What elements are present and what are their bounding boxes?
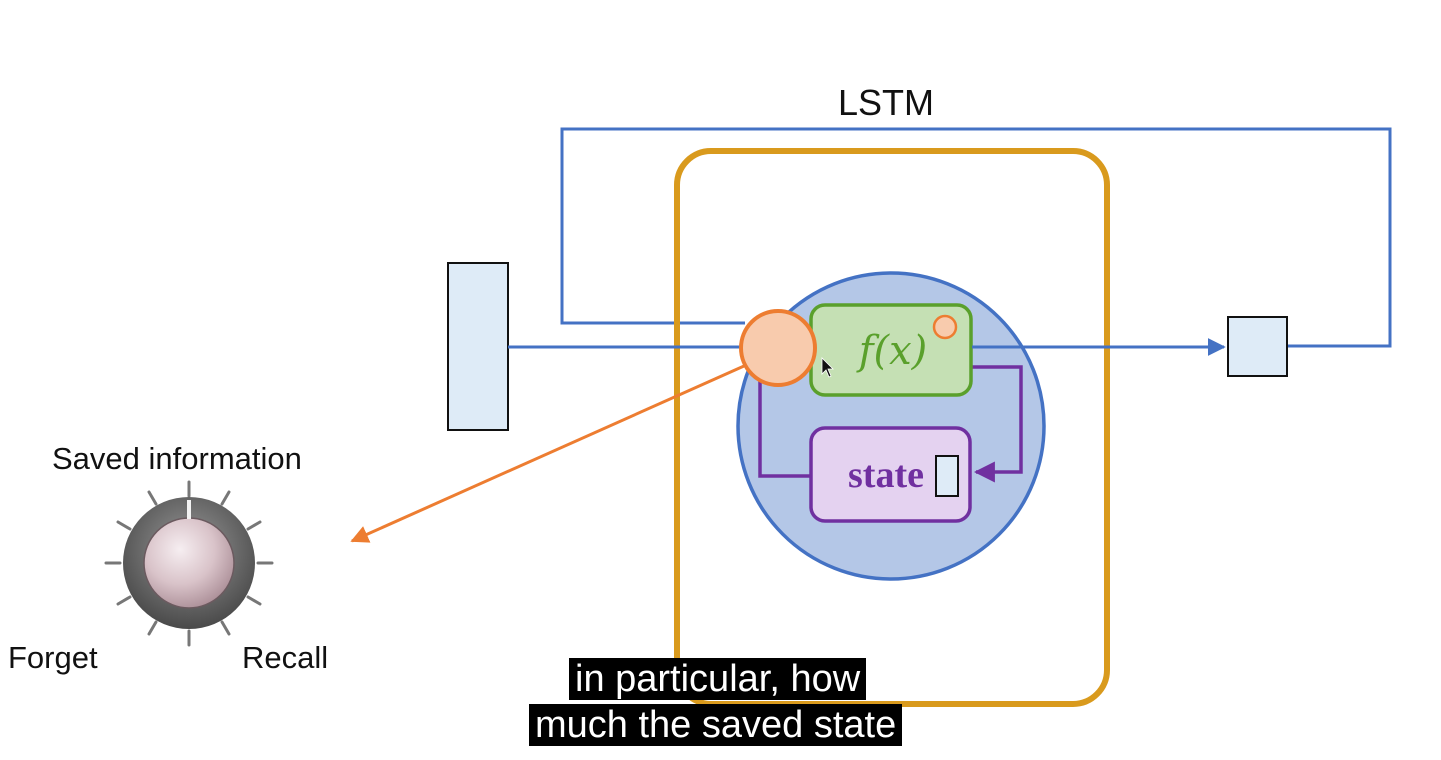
knob-label-forget: Forget xyxy=(8,640,98,675)
input-box xyxy=(447,262,509,431)
subtitle-line-2: much the saved state xyxy=(529,704,903,746)
state-feedback-loop xyxy=(970,365,1023,483)
mouse-cursor-icon xyxy=(821,357,834,378)
recurrent-feedback-line xyxy=(560,127,1392,348)
function-label: f(x) xyxy=(856,328,928,374)
subtitle-line-1: in particular, how xyxy=(569,658,867,700)
gate-circle xyxy=(739,309,817,387)
function-gate-circle xyxy=(932,314,958,340)
gate-to-knob-arrow xyxy=(350,364,745,543)
state-value-box xyxy=(935,455,959,497)
state-label: state xyxy=(848,454,924,496)
knob-label-recall: Recall xyxy=(242,640,329,675)
state-box xyxy=(809,426,972,523)
rotary-knob-icon xyxy=(104,480,274,647)
output-box xyxy=(1227,316,1288,377)
diagram-title: LSTM xyxy=(838,82,935,123)
knob-title: Saved information xyxy=(52,441,302,476)
state-read-line xyxy=(758,380,812,478)
